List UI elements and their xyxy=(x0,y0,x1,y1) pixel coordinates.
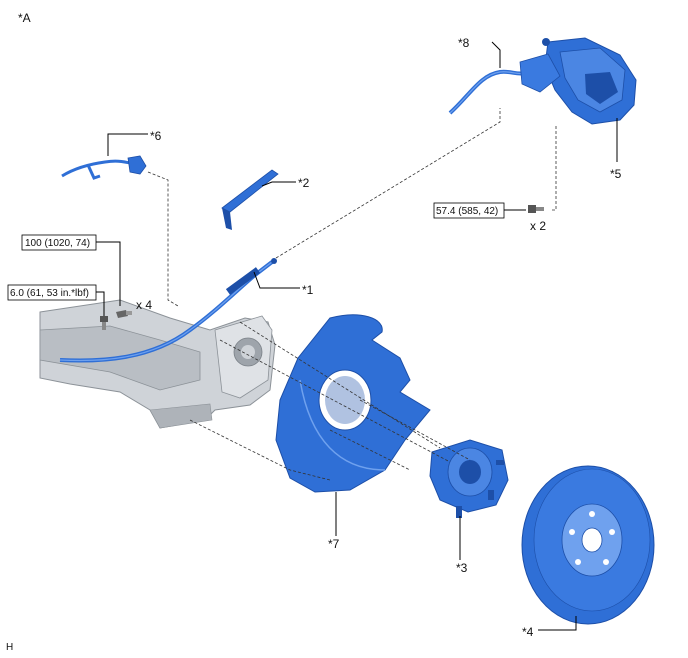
axle-carrier xyxy=(39,299,276,429)
callout-7: *7 xyxy=(328,537,340,551)
callout-6: *6 xyxy=(150,129,162,143)
callout-1: *1 xyxy=(302,283,314,297)
callout-4: *4 xyxy=(522,625,534,639)
callout-8: *8 xyxy=(458,36,470,50)
part-2-bracket xyxy=(221,169,279,230)
corner-label: H xyxy=(6,642,13,653)
torque-6-text: 6.0 (61, 53 in.*lbf) xyxy=(10,288,89,299)
bolt-6nm xyxy=(100,316,108,330)
callout-5: *5 xyxy=(610,167,622,181)
quantity-x2: x 2 xyxy=(530,219,546,233)
torque-57-text: 57.4 (585, 42) xyxy=(436,206,498,217)
bolt-100nm xyxy=(116,310,132,318)
part-5-caliper xyxy=(519,37,637,125)
callout-3: *3 xyxy=(456,561,468,575)
bolt-57nm xyxy=(528,205,544,213)
part-4-disc-rotor xyxy=(521,465,655,625)
alignment-lines xyxy=(147,108,557,481)
part-1-cable xyxy=(59,258,277,363)
callout-2: *2 xyxy=(298,176,310,190)
torque-box-6: 6.0 (61, 53 in.*lbf) xyxy=(7,284,97,301)
quantity-x4: x 4 xyxy=(136,298,152,312)
part-7-dust-cover xyxy=(275,314,431,493)
leader-lines xyxy=(96,41,618,631)
torque-box-57: 57.4 (585, 42) xyxy=(433,202,505,219)
torque-100-text: 100 (1020, 74) xyxy=(25,238,90,249)
part-3-hub-bearing xyxy=(429,439,509,518)
torque-box-100: 100 (1020, 74) xyxy=(21,234,97,251)
view-label: *A xyxy=(18,11,31,25)
part-6-speed-sensor xyxy=(61,155,147,180)
